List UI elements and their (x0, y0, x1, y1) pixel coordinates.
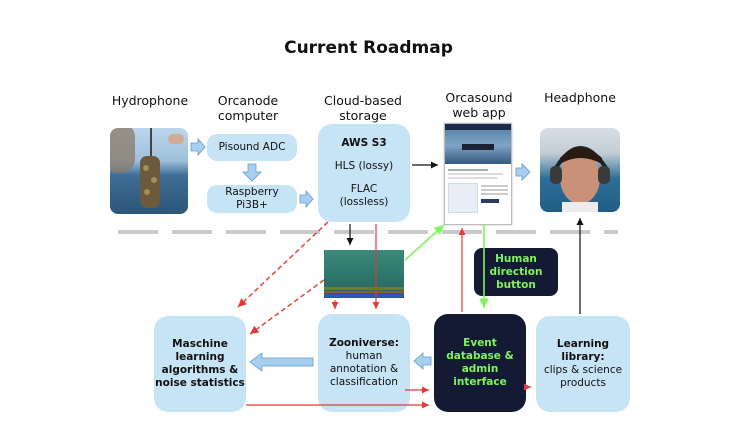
event-database-box: Event database & admin interface (434, 314, 526, 412)
zooniverse-line3: classification (330, 376, 398, 388)
learning-title-line1: Learning (556, 338, 610, 350)
zooniverse-line1: human (345, 350, 383, 362)
hydrophone-photo (110, 128, 188, 214)
aws-s3-flac-line1: FLAC (350, 183, 378, 195)
zooniverse-title: Zooniverse: (329, 337, 399, 349)
raspberry-pi-line1: Raspberry (225, 186, 279, 198)
block-arrow-eventdb-to-zooniverse (413, 352, 432, 370)
pisound-adc-box: Pisound ADC (207, 134, 297, 161)
header-webapp: Orcasound web app (424, 90, 534, 120)
header-webapp-line2: web app (452, 105, 506, 120)
human-button-line1: Human (495, 252, 537, 265)
header-orcanode: Orcanode computer (198, 93, 298, 123)
ml-line2: learning (175, 351, 225, 363)
learning-library-box: Learning library: clips & science produc… (536, 316, 630, 412)
aws-s3-flac-line2: (lossless) (339, 196, 389, 208)
divider-line (118, 230, 618, 234)
web-app-map (448, 183, 478, 213)
aws-s3-box: AWS S3 HLS (lossy) FLAC (lossless) (318, 124, 410, 222)
spectrogram-image (324, 250, 404, 298)
header-hydrophone: Hydrophone (100, 93, 200, 108)
block-arrow-pisound-to-raspberry (242, 163, 262, 182)
header-storage: Cloud-based storage (308, 93, 418, 123)
zooniverse-box: Zooniverse: human annotation & classific… (318, 314, 410, 412)
zooniverse-line2: annotation & (329, 363, 399, 375)
ml-box: Maschine learning algorithms & noise sta… (154, 316, 246, 412)
arrow-spectrogram-to-ml-dashed (249, 279, 325, 335)
human-button-line3: button (496, 278, 536, 291)
block-arrow-webapp-to-headphone (515, 163, 531, 181)
event-db-line1: Event (463, 337, 497, 349)
header-storage-line2: storage (339, 108, 387, 123)
web-app-body (445, 164, 511, 216)
headphone-photo (540, 128, 620, 212)
hydrophone-illustration (110, 128, 184, 208)
learning-line1: clips & science (543, 364, 623, 376)
learning-line2: products (560, 377, 606, 389)
web-app-hero (445, 130, 511, 164)
raspberry-pi-line2: Pi3B+ (236, 199, 268, 211)
event-db-line4: interface (453, 376, 507, 388)
block-arrow-zooniverse-to-ml (249, 352, 314, 372)
ml-line1: Maschine (172, 338, 228, 350)
header-hydrophone-text: Hydrophone (111, 93, 189, 108)
web-app-screenshot (444, 123, 512, 225)
header-orcanode-line2: computer (217, 108, 279, 123)
header-storage-line1: Cloud-based (324, 93, 402, 108)
aws-s3-title: AWS S3 (341, 137, 387, 149)
raspberry-pi-box: Raspberry Pi3B+ (207, 185, 297, 213)
human-direction-button-box: Human direction button (474, 248, 558, 296)
ml-line3: algorithms & (161, 364, 239, 376)
web-app-listen-button (462, 144, 494, 150)
human-button-line2: direction (489, 265, 543, 278)
header-headphone-text: Headphone (544, 90, 616, 105)
pisound-adc-label: Pisound ADC (218, 141, 286, 153)
header-webapp-line1: Orcasound (445, 90, 513, 105)
ml-line4: noise statistics (155, 377, 245, 389)
arrow-spectrogram-to-webapp (404, 224, 445, 261)
header-orcanode-line1: Orcanode (217, 93, 279, 108)
header-headphone: Headphone (530, 90, 630, 105)
arrow-aws-to-ml-dashed (237, 221, 329, 308)
block-arrow-hydrophone-to-pisound (190, 137, 206, 157)
event-db-line3: admin (461, 363, 499, 375)
block-arrow-raspberry-to-aws (299, 189, 314, 209)
learning-title-line2: library: (561, 351, 605, 363)
diagram-title: Current Roadmap (284, 38, 453, 58)
web-app-topbar (445, 124, 511, 130)
event-db-line2: database & (446, 350, 514, 362)
aws-s3-hls: HLS (lossy) (334, 160, 394, 172)
headphone-illustration (550, 146, 610, 212)
